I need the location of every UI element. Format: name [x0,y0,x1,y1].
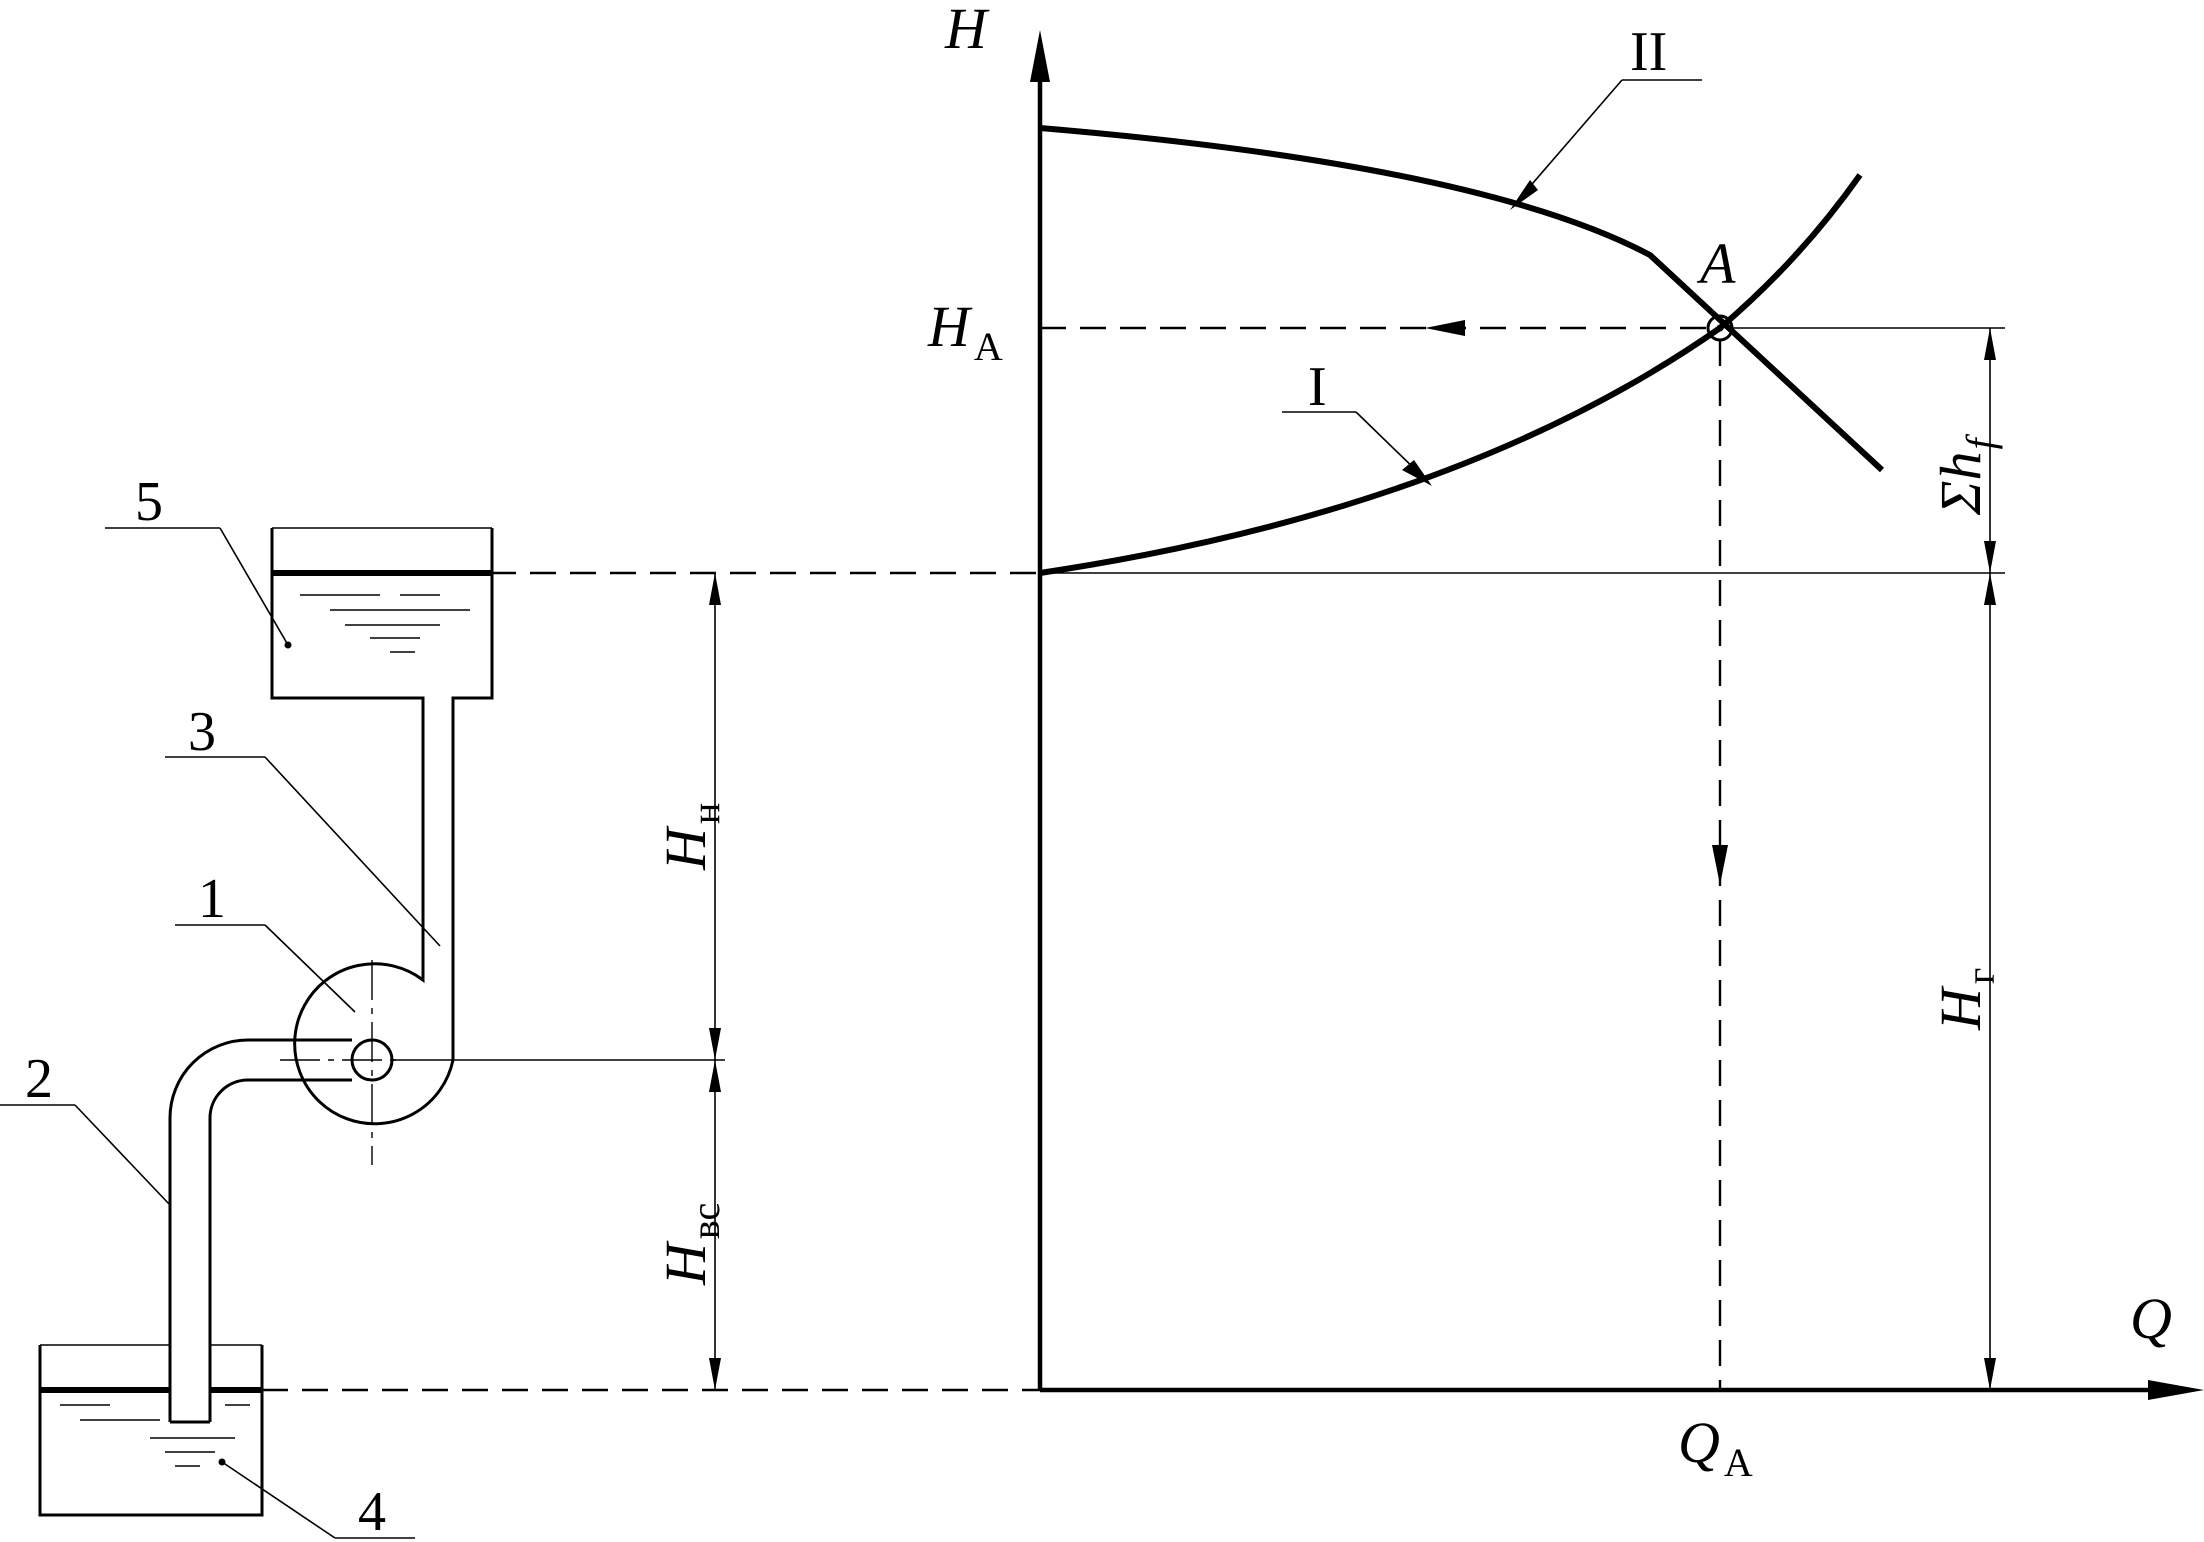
qa-projection-arrow [1712,845,1728,885]
pump-curve-label: II [1630,21,1667,83]
x-axis-arrowhead [2148,1380,2204,1400]
y-axis-arrowhead [1030,30,1050,82]
label-suction-pipe: 2 [25,1048,53,1110]
suction-pipe-inner [208,1078,352,1422]
geometric-arrow-top [1984,573,1996,605]
pump-volute [293,946,455,1126]
label-upper-tank: 5 [135,471,163,533]
component-leaders [0,527,441,1539]
geometric-arrow-bottom [1984,1358,1996,1390]
x-axis-label: Q [2130,1286,2172,1351]
upper-tank [270,527,494,946]
projection-lines [262,320,1728,1392]
label-pump: 1 [198,868,226,930]
losses-label: Σhf [1928,434,2003,516]
operating-point-dot [1716,324,1724,332]
upper-tank-walls [270,528,494,946]
pump [280,946,455,1165]
label-discharge-pipe: 3 [188,701,216,763]
discharge-arrow-top [709,573,721,605]
losses-arrow-bottom [1984,541,1996,573]
characteristic-curves [1039,125,1885,576]
losses-arrow-top [1984,328,1996,360]
suction-pipe [168,1038,352,1424]
ha-projection-arrow [1425,320,1465,336]
system-curve-label: I [1308,356,1327,418]
y-axis-label: H [944,0,990,61]
geometric-head-label: Hг [1928,968,2003,1031]
pump-curve-ii [1039,125,1885,473]
operating-point-label: A [1696,231,1736,296]
upper-tank-water-hatching [300,594,470,653]
pump-curve-leader [1519,79,1623,199]
system-curve-i [1039,173,1863,576]
discharge-arrow-bottom [709,1028,721,1060]
right-dimensions [1040,327,2005,1390]
suction-arrow-bottom [709,1358,721,1390]
suction-pipe-outer [168,1038,352,1422]
lower-tank-walls [38,1345,264,1517]
lower-tank [38,1344,264,1517]
left-dimensions [390,573,725,1390]
suction-head-label: Hвс [653,1203,728,1286]
suction-arrow-top [709,1060,721,1092]
system-curve-leader-arrow [1402,460,1432,486]
lower-tank-water-hatching [60,1404,250,1467]
pump-curve-leader-arrow [1510,180,1538,210]
label-lower-tank: 4 [358,1481,386,1542]
graph-axes [1030,30,2204,1400]
curve-leaders [1282,79,1702,486]
discharge-head-label: Hн [653,803,728,871]
